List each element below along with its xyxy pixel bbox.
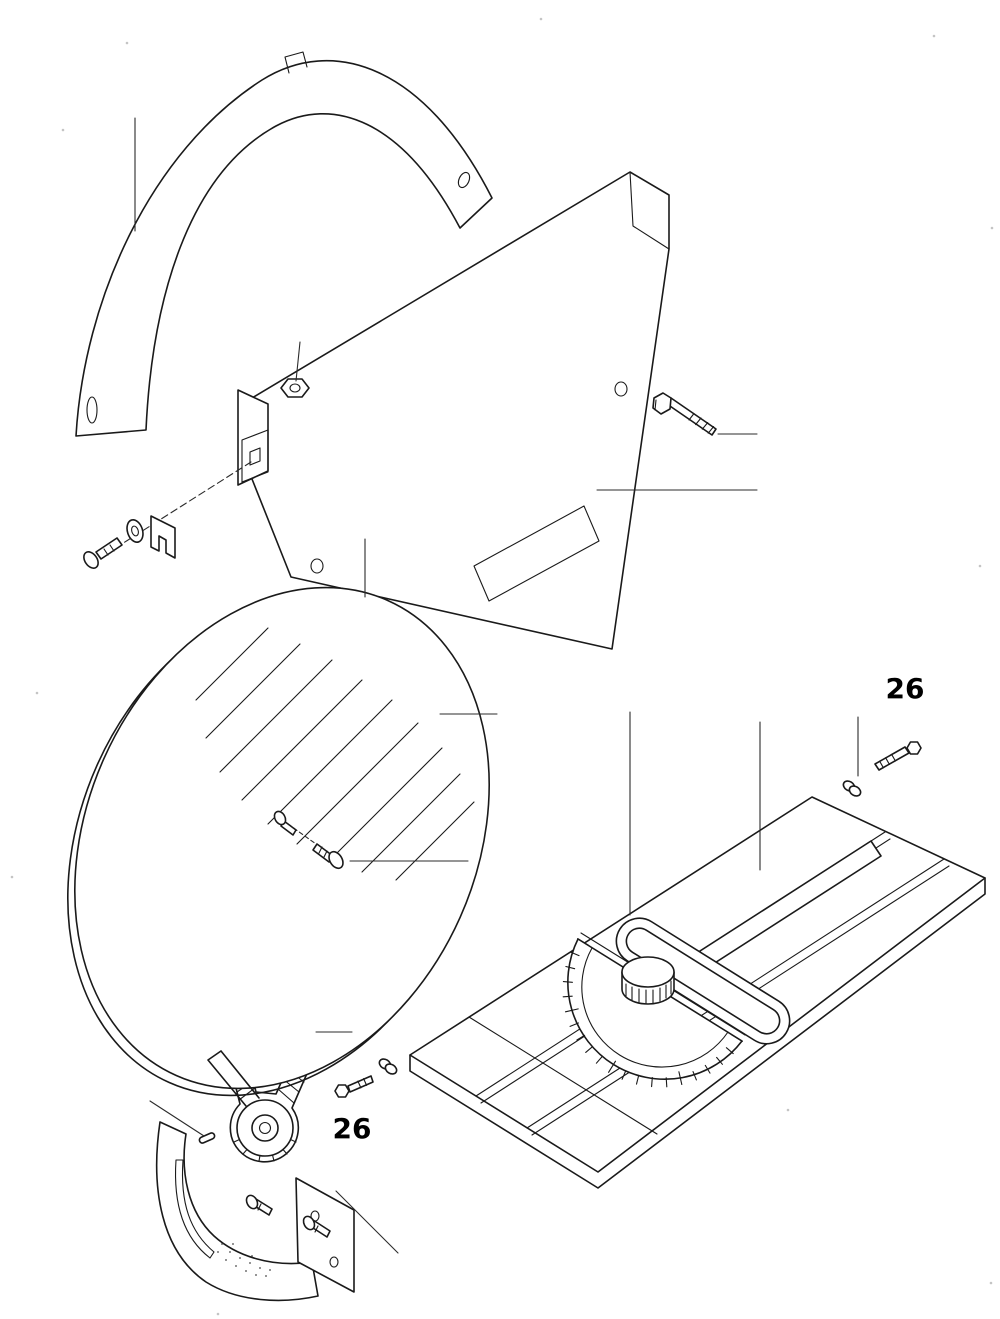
disc-screw-2-head [328, 850, 344, 870]
panel-hole-right [614, 381, 628, 397]
pulley-strut [207, 1050, 260, 1107]
upper-guard-body [75, 60, 493, 437]
bolt-head [652, 392, 672, 415]
lower-guard-slot [174, 1159, 215, 1259]
left-screw-threads [103, 544, 115, 556]
disc-screw-2-shaft [312, 843, 334, 863]
leader-nut [295, 341, 301, 382]
disc-screw-1-head [273, 810, 287, 826]
sanding-disc [67, 586, 490, 1097]
nut-body [280, 378, 310, 398]
lower-guard [155, 1121, 355, 1302]
protractor-plate [567, 938, 743, 1081]
protractor-inner-arc [581, 947, 729, 1068]
callout-26-top: 26 [886, 672, 925, 705]
spacer-top-front [848, 785, 862, 797]
guard-screw-1-thread [257, 1203, 262, 1211]
upper-guard-slot [86, 396, 98, 424]
upper-guard-hole [457, 171, 471, 189]
guard-screw-2-head [302, 1215, 316, 1231]
lower-guard-body [155, 1121, 319, 1302]
screw-26-top-threads [879, 753, 896, 769]
washer-inner [131, 525, 139, 537]
guard-screw-1-head [245, 1194, 259, 1210]
leader-pin [149, 1100, 205, 1137]
protractor-tick-marks [562, 938, 743, 1088]
lock-knob-knurl [625, 980, 672, 1004]
lock-knob-top [621, 956, 675, 988]
bolt-threads [688, 412, 715, 434]
disc-face [74, 586, 490, 1090]
leader-lines [134, 117, 859, 1254]
locking-screw-lower-center [334, 1058, 398, 1098]
disc-screw-axis [287, 823, 317, 845]
leader-lower-guard [335, 1190, 399, 1254]
scan-noise-dots [10, 17, 994, 1316]
hex-bolt [652, 392, 717, 436]
hex-nut [280, 378, 310, 398]
disc-shine-hatch [195, 627, 475, 881]
left-screw-shaft [95, 537, 123, 560]
bolt-head-facet [654, 399, 657, 411]
assembly-axis-dashed [105, 461, 252, 555]
plate-hole-lower [329, 1256, 339, 1268]
panel-label-slot [473, 505, 600, 602]
guard-screw-2-thread [314, 1225, 319, 1233]
side-panel-flange [629, 171, 670, 250]
screw-26-bottom-threads [357, 1078, 368, 1089]
miter-gauge [562, 840, 882, 1088]
callout-26-bottom: 26 [333, 1112, 372, 1145]
screw-26-top-head [906, 741, 922, 755]
table-thickness [409, 877, 986, 1189]
left-screw-head [83, 551, 99, 569]
locking-screw-upper-right [842, 741, 922, 797]
left-fastener-set [83, 461, 252, 569]
pulley-hub [251, 1114, 279, 1142]
pulley-bore [258, 1121, 272, 1135]
table-seam [468, 1016, 658, 1135]
panel-bracket-hole [249, 447, 261, 466]
washer-outer [126, 519, 144, 543]
upper-blade-guard [75, 51, 493, 437]
housing-side-panel [237, 171, 670, 650]
lower-guard-stipple [217, 1243, 271, 1277]
pulley-assembly [207, 1050, 294, 1157]
disc-screw-2-threads [318, 846, 328, 858]
screw-26-bottom-head [334, 1084, 350, 1098]
screw-26-top-shaft [874, 746, 910, 771]
spacer-bottom-front [384, 1063, 398, 1075]
upper-guard-notch [284, 51, 308, 74]
screw-26-bottom-shaft [347, 1075, 374, 1093]
retaining-clip [150, 515, 176, 559]
drive-pin [198, 1132, 216, 1144]
nut-hole [289, 383, 301, 393]
side-panel-face [251, 171, 670, 650]
gauge-handle-inner [625, 927, 781, 1035]
panel-hole-left [310, 558, 324, 574]
